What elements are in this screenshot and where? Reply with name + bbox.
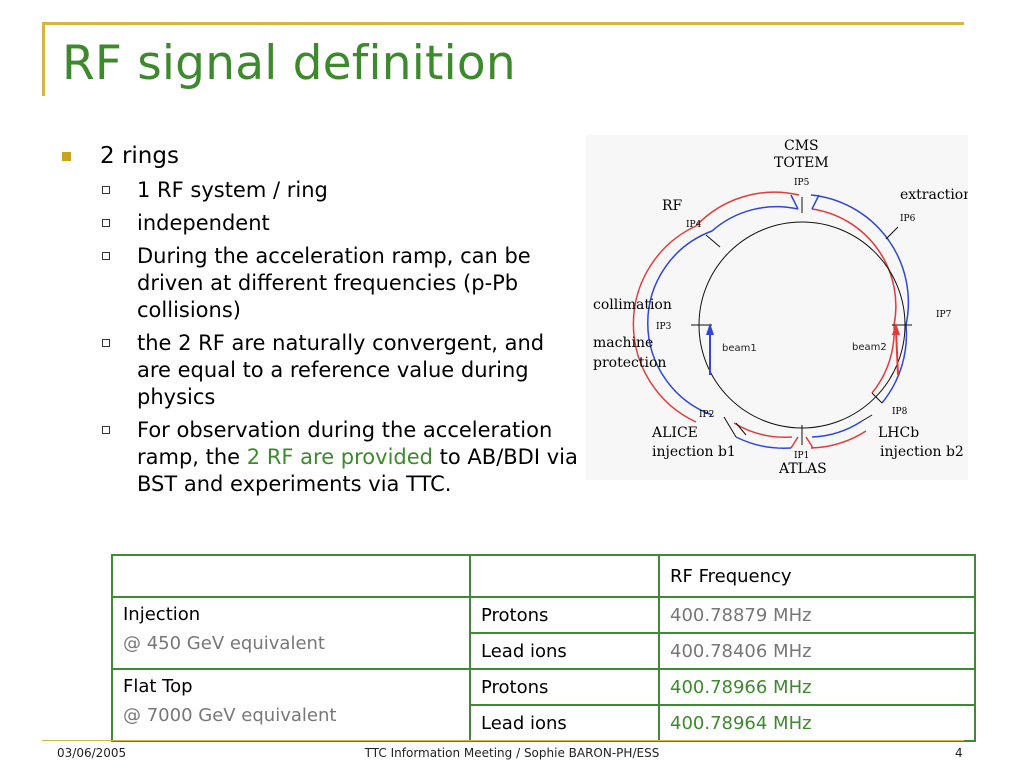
- bullet-text: the 2 RF are naturally convergent, and a…: [137, 331, 545, 409]
- beam1-inner-bottom-arc: [733, 422, 793, 439]
- beam1-arrow-icon: [706, 323, 714, 335]
- table-row: Lead ions 400.78406 MHz: [112, 632, 976, 670]
- label-ip5: IP5: [794, 178, 810, 188]
- particle-cell: Protons: [469, 668, 660, 706]
- bullet-level2: the 2 RF are naturally convergent, and a…: [62, 330, 582, 411]
- hollow-square-bullet-icon: [102, 186, 110, 194]
- bullet-highlight: 2 RF are provided: [246, 445, 433, 469]
- table-header-cell: [111, 554, 471, 598]
- footer-divider: [42, 740, 964, 741]
- beam1-inner-right-arc: [811, 208, 897, 326]
- lhc-ring-svg: CMS TOTEM IP5 extraction IP6 RF IP4 coll…: [593, 138, 972, 477]
- label-atlas: ATLAS: [778, 461, 827, 477]
- bullet-level2: During the acceleration ramp, can be dri…: [62, 243, 582, 324]
- bullet-text: independent: [137, 211, 270, 235]
- label-ip7: IP7: [936, 310, 952, 320]
- frequency-cell: 400.78406 MHz: [658, 632, 976, 670]
- beam2-inner-bottom-arc: [811, 420, 863, 438]
- label-alice: ALICE: [651, 425, 698, 441]
- label-injection-b2: injection b2: [880, 444, 964, 460]
- bullet-level2: 1 RF system / ring: [62, 177, 582, 204]
- label-beam2: beam2: [852, 342, 887, 353]
- hollow-square-bullet-icon: [102, 219, 110, 227]
- label-extraction: extraction: [900, 187, 968, 203]
- frequency-cell: 400.78879 MHz: [658, 596, 976, 634]
- footer-date: 03/06/2005: [57, 746, 127, 760]
- bullet-text: During the acceleration ramp, can be dri…: [137, 244, 531, 322]
- bullet-text: 2 rings: [100, 143, 179, 169]
- label-ip1: IP1: [794, 451, 809, 461]
- label-protection: protection: [593, 355, 666, 371]
- beam1-outer-left-arc: [632, 225, 697, 423]
- label-ip8: IP8: [892, 407, 908, 417]
- frame-left-line: [42, 22, 45, 96]
- particle-cell: Lead ions: [469, 632, 660, 670]
- beam2-outer-bottom-arc: [735, 436, 792, 449]
- table-header-row: RF Frequency: [111, 554, 976, 598]
- hollow-square-bullet-icon: [102, 252, 110, 260]
- frame-top-line: [42, 22, 964, 25]
- particle-cell: Protons: [469, 596, 660, 634]
- table-row: Flat Top @ 7000 GeV equivalent Protons 4…: [111, 668, 976, 742]
- ip5-crossing: [790, 194, 820, 210]
- table-header-cell: [469, 554, 660, 598]
- bullet-text-pre: For observation during the acceleration …: [137, 418, 553, 469]
- ip4-tick: [705, 234, 721, 248]
- page-number: 4: [955, 746, 963, 760]
- frequency-cell: 400.78964 MHz: [658, 704, 976, 742]
- hollow-square-bullet-icon: [102, 426, 110, 434]
- particle-cell: Lead ions: [469, 704, 660, 742]
- bullet-text: 1 RF system / ring: [137, 178, 328, 202]
- label-ip4: IP4: [686, 220, 702, 230]
- table-row: Injection @ 450 GeV equivalent Protons 4…: [111, 596, 976, 670]
- beam2-outer-lower-arc: [881, 324, 908, 404]
- ip1-crossing: [790, 436, 814, 449]
- beam1-outer-bottom-arc: [810, 430, 867, 449]
- label-ip3: IP3: [656, 322, 672, 332]
- label-rf: RF: [662, 198, 683, 214]
- ip8-crossing: [861, 392, 883, 422]
- label-beam1: beam1: [722, 343, 757, 354]
- bullet-list: 2 rings 1 RF system / ring independent D…: [62, 143, 582, 504]
- lhc-ring-diagram: CMS TOTEM IP5 extraction IP6 RF IP4 coll…: [586, 135, 972, 480]
- beam1-inner-lower-arc: [871, 324, 895, 394]
- phase-cell-flat-top: Flat Top @ 7000 GeV equivalent: [111, 668, 471, 742]
- phase-energy: @ 7000 GeV equivalent: [123, 705, 337, 726]
- phase-cell-injection: Injection @ 450 GeV equivalent: [111, 596, 471, 670]
- label-ip6: IP6: [900, 214, 916, 224]
- label-ip2: IP2: [699, 410, 714, 420]
- beam2-arrow-icon: [892, 323, 900, 335]
- ip6-tick: [885, 226, 899, 240]
- bullet-level2: independent: [62, 210, 582, 237]
- rf-frequency-table: RF Frequency Injection @ 450 GeV equival…: [111, 554, 976, 742]
- label-collimation: collimation: [593, 297, 672, 313]
- label-cms: CMS: [784, 138, 819, 154]
- bullet-level1: 2 rings: [62, 143, 582, 169]
- footer-title: TTC Information Meeting / Sophie BARON-P…: [364, 746, 660, 760]
- beam2-inner-top-arc: [711, 205, 799, 232]
- beam2-outer-right-arc: [810, 194, 910, 326]
- label-totem: TOTEM: [774, 155, 829, 171]
- table-header-cell: RF Frequency: [658, 554, 976, 598]
- phase-energy: @ 450 GeV equivalent: [123, 633, 325, 654]
- hollow-square-bullet-icon: [102, 339, 110, 347]
- label-injection-b1: injection b1: [652, 444, 736, 460]
- label-machine: machine: [593, 335, 653, 351]
- beam1-outer-top-arc: [695, 191, 800, 227]
- square-bullet-icon: [62, 152, 71, 161]
- phase-label: Flat Top: [123, 676, 193, 697]
- reference-ring: [698, 221, 906, 429]
- bullet-text-post: to AB/BDI via BST and experiments via TT…: [137, 445, 578, 496]
- bullet-level2: For observation during the acceleration …: [62, 417, 582, 498]
- slide-title: RF signal definition: [62, 36, 516, 91]
- phase-label: Injection: [123, 604, 201, 625]
- label-lhcb: LHCb: [878, 425, 919, 441]
- frequency-cell: 400.78966 MHz: [658, 668, 976, 706]
- beam2-inner-left-arc: [647, 230, 713, 416]
- beam2-arrow-shaft: [895, 329, 899, 376]
- ip2-crossing: [723, 416, 747, 438]
